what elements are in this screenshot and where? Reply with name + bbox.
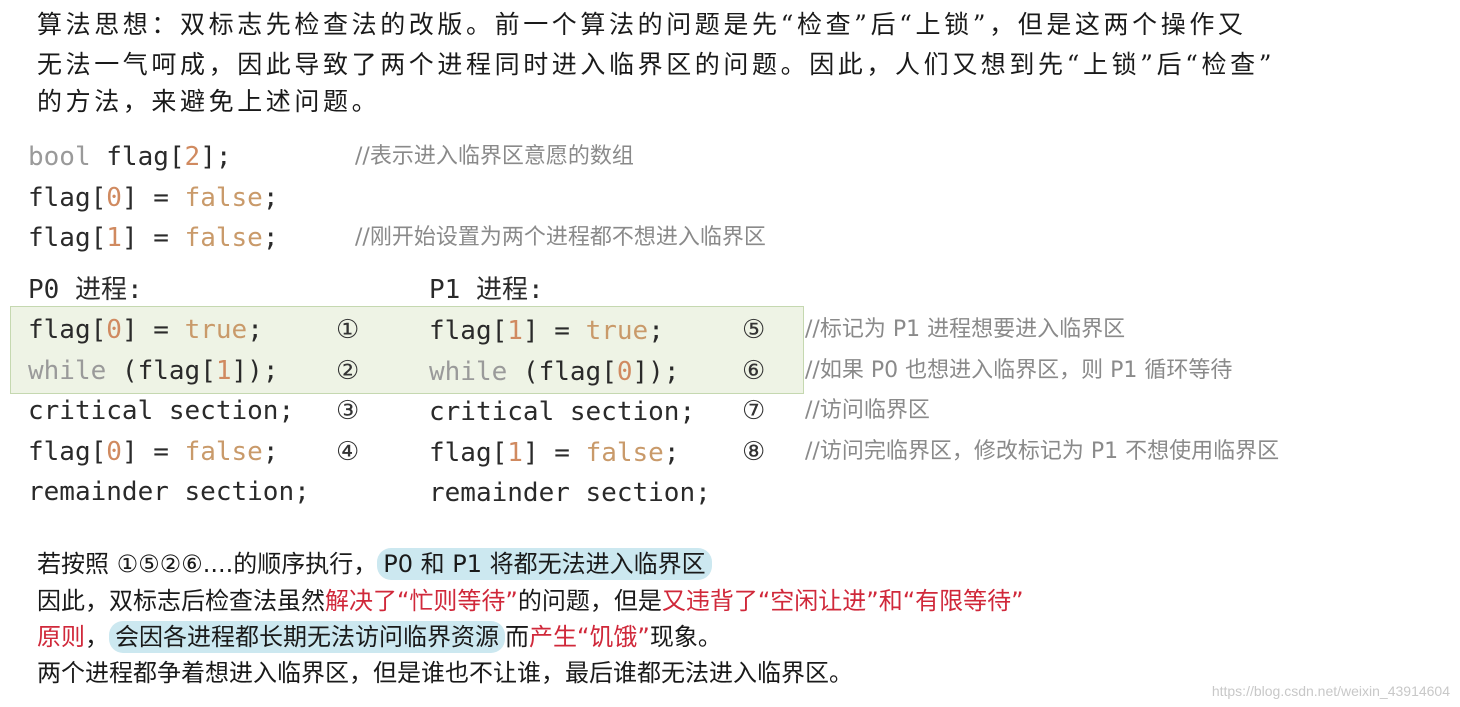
code-text: ] = <box>522 316 586 346</box>
step-number: ③ <box>336 396 360 426</box>
code-number: 1 <box>507 316 523 346</box>
code-line: while (flag[0]); <box>429 352 679 392</box>
code-literal: true <box>585 316 649 346</box>
emphasis-text: 产生“饥饿” <box>529 623 650 651</box>
step-number: ① <box>336 315 360 345</box>
code-line: flag[1] = true; <box>429 311 664 351</box>
code-literal: false <box>585 438 664 468</box>
code-number: 0 <box>106 437 122 467</box>
conclusion-line: 因此，双标志后检查法虽然解决了“忙则等待”的问题，但是又违背了“空闲让进”和“有… <box>37 583 1024 619</box>
code-text: (flag[ <box>507 357 617 387</box>
code-line: remainder section; <box>28 472 310 512</box>
code-text: ; <box>262 183 279 213</box>
code-comment: //访问临界区 <box>805 398 930 423</box>
code-text: flag[ <box>429 316 508 346</box>
code-line: critical section; <box>28 391 294 431</box>
code-text: flag[ <box>28 183 107 213</box>
code-line: remainder section; <box>429 473 711 513</box>
code-number: 1 <box>106 223 122 253</box>
step-number: ② <box>336 356 360 386</box>
entry-section-highlight-box <box>10 306 804 394</box>
code-comment: //刚开始设置为两个进程都不想进入临界区 <box>355 225 766 250</box>
code-literal: false <box>184 223 263 253</box>
code-number: 1 <box>507 438 523 468</box>
code-text: flag[ <box>90 142 185 172</box>
code-number: 0 <box>616 357 633 387</box>
code-text: flag[ <box>28 223 107 253</box>
code-text: ; <box>648 316 664 346</box>
intro-line: 算法思想：双标志先检查法的改版。前一个算法的问题是先“检查”后“上锁”，但是这两… <box>37 10 1247 39</box>
code-text: flag[ <box>28 315 107 345</box>
code-comment: //访问完临界区，修改标记为 P1 不想使用临界区 <box>805 439 1280 464</box>
conclusion-line: 原则，会因各进程都长期无法访问临界资源而产生“饥饿”现象。 <box>37 619 722 655</box>
code-number: 1 <box>215 356 232 386</box>
intro-line: 无法一气呵成，因此导致了两个进程同时进入临界区的问题。因此，人们又想到先“上锁”… <box>37 50 1276 79</box>
code-text: ] = <box>121 315 185 345</box>
code-text: (flag[ <box>106 356 216 386</box>
emphasis-text: 解决了“忙则等待” <box>325 587 518 615</box>
code-text: ; <box>262 437 279 467</box>
step-number: ⑤ <box>742 315 766 345</box>
p0-title: P0 进程: <box>28 275 143 305</box>
highlighted-text: P0 和 P1 将都无法进入临界区 <box>377 548 712 580</box>
step-number: ⑧ <box>742 437 766 467</box>
code-text: ] = <box>522 438 586 468</box>
step-number: ⑥ <box>742 356 766 386</box>
code-literal: false <box>184 183 263 213</box>
text-segment: ， <box>85 623 109 651</box>
conclusion-line: 若按照 ①⑤②⑥....的顺序执行，P0 和 P1 将都无法进入临界区 <box>37 546 712 582</box>
code-comment: //如果 P0 也想进入临界区，则 P1 循环等待 <box>805 358 1233 383</box>
code-text: ] = <box>121 437 185 467</box>
code-text: flag[ <box>429 438 508 468</box>
code-text: ; <box>247 315 263 345</box>
code-text: ]); <box>231 356 279 386</box>
code-text: critical section; <box>429 397 696 427</box>
code-comment: //表示进入临界区意愿的数组 <box>355 144 634 169</box>
code-line: flag[1] = false; <box>429 433 680 473</box>
code-line: while (flag[1]); <box>28 351 278 391</box>
code-text: remainder section; <box>28 477 310 507</box>
code-keyword: while <box>28 356 107 386</box>
code-comment: //标记为 P1 进程想要进入临界区 <box>805 317 1126 342</box>
code-text: remainder section; <box>429 478 711 508</box>
highlighted-text: 会因各进程都长期无法访问临界资源 <box>109 621 505 653</box>
intro-line: 的方法，来避免上述问题。 <box>37 87 381 116</box>
code-line: flag[0] = false; <box>28 432 279 472</box>
code-keyword: while <box>429 357 508 387</box>
code-line: flag[0] = true; <box>28 310 263 350</box>
emphasis-text: 原则 <box>37 623 85 651</box>
code-line: critical section; <box>429 392 695 432</box>
watermark: https://blog.csdn.net/weixin_43914604 <box>1211 683 1450 699</box>
text-segment: 因此，双标志后检查法虽然 <box>37 587 325 615</box>
code-text: ] = <box>121 223 185 253</box>
code-keyword: bool <box>28 142 91 172</box>
code-line: flag[0] = false; <box>28 178 279 218</box>
code-text: ; <box>663 438 680 468</box>
code-literal: false <box>184 437 263 467</box>
step-number: ④ <box>336 437 360 467</box>
code-text: ]; <box>200 142 232 172</box>
code-text: ] = <box>121 183 185 213</box>
conclusion-line: 两个进程都争着想进入临界区，但是谁也不让谁，最后谁都无法进入临界区。 <box>37 655 853 691</box>
code-text: ]); <box>632 357 680 387</box>
code-line: bool flag[2]; <box>28 137 232 177</box>
text-segment: 而 <box>505 623 529 651</box>
code-line: flag[1] = false; <box>28 218 279 258</box>
code-text: critical section; <box>28 396 295 426</box>
code-literal: true <box>184 315 248 345</box>
text-segment: 的问题，但是 <box>517 587 662 615</box>
code-number: 0 <box>106 183 122 213</box>
code-text: flag[ <box>28 437 107 467</box>
code-text: ; <box>262 223 279 253</box>
step-number: ⑦ <box>742 396 766 426</box>
text-segment: 现象。 <box>649 623 722 651</box>
code-number: 0 <box>106 315 122 345</box>
emphasis-text: 又违背了“空闲让进”和“有限等待” <box>661 587 1024 615</box>
p1-title: P1 进程: <box>429 275 544 305</box>
text-segment: 两个进程都争着想进入临界区，但是谁也不让谁，最后谁都无法进入临界区。 <box>37 659 853 687</box>
text-segment: 若按照 ①⑤②⑥....的顺序执行， <box>37 550 378 578</box>
code-number: 2 <box>184 142 201 172</box>
